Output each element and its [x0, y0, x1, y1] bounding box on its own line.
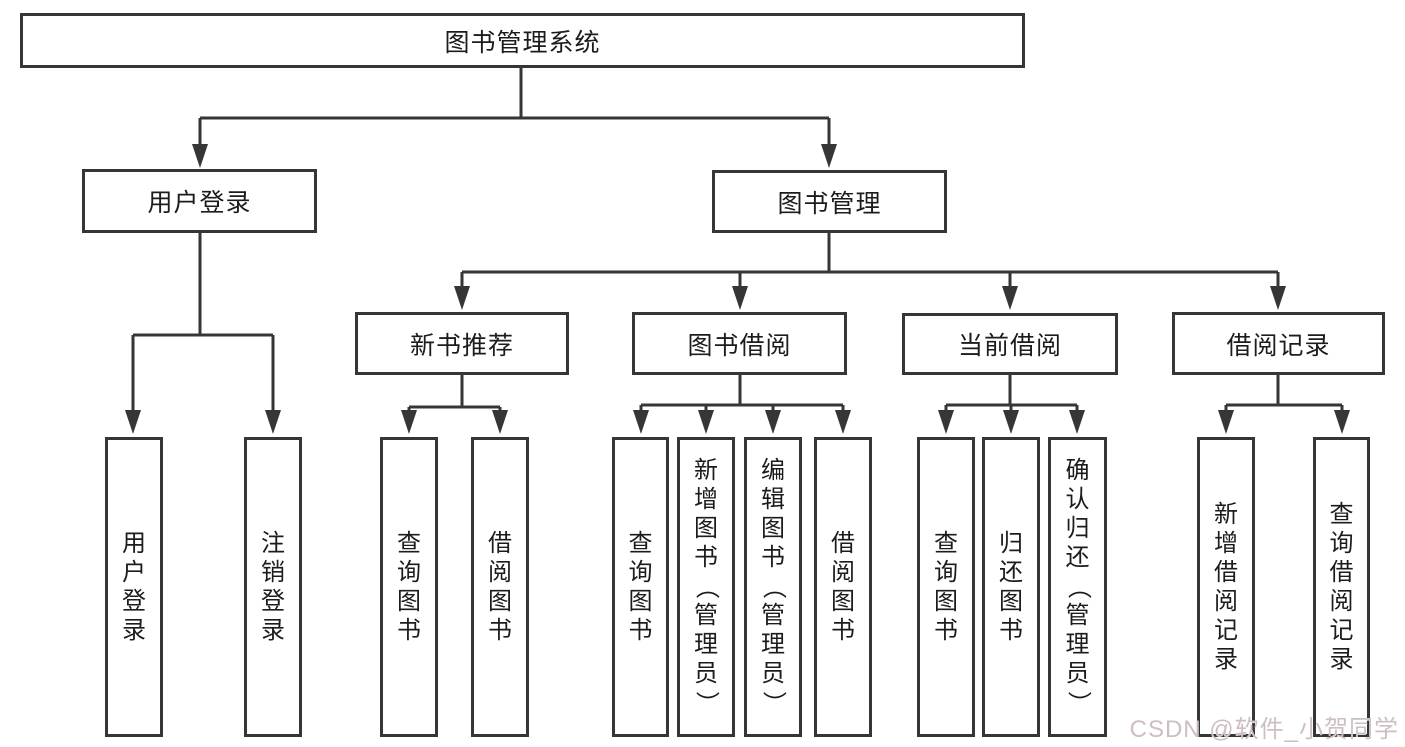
arrowhead-down: [1334, 410, 1350, 434]
leaf-return-book-label: 归还图书: [999, 529, 1023, 644]
arrowhead-down: [698, 410, 714, 434]
connector-book-borrow-children: [639, 375, 845, 412]
leaf-edit-book-admin-box: 编辑图书（管理员）: [744, 437, 802, 737]
arrowhead-down: [1218, 410, 1234, 434]
leaf-confirm-return-admin-label: 确认归还（管理员）: [1064, 457, 1092, 716]
arrowhead-down: [454, 286, 470, 310]
leaf-user-login-box: 用户登录: [105, 437, 163, 737]
leaf-query-books-3-label: 查询图书: [934, 529, 958, 644]
leaf-query-books-1-label: 查询图书: [397, 529, 421, 644]
node-book-management-box: 图书管理: [712, 170, 947, 233]
leaf-borrow-books-2-box: 借阅图书: [814, 437, 872, 737]
leaf-add-book-admin-box: 新增图书（管理员）: [677, 437, 735, 737]
leaf-add-borrow-record-label: 新增借阅记录: [1214, 500, 1238, 673]
arrowhead-down: [192, 144, 208, 168]
connector-user-login-children: [131, 233, 275, 412]
arrowhead-down: [265, 410, 281, 434]
node-library-system-box: 图书管理系统: [20, 13, 1025, 68]
arrowhead-down: [1003, 410, 1019, 434]
leaf-query-borrow-record-label: 查询借阅记录: [1329, 500, 1354, 673]
arrowhead-down: [492, 410, 508, 434]
node-current-borrow-box: 当前借阅: [902, 313, 1118, 375]
connector-current-borrow-children: [944, 375, 1079, 412]
arrowhead-down: [765, 410, 781, 434]
arrowhead-down: [1002, 286, 1018, 310]
arrowhead-down: [125, 410, 141, 434]
node-book-borrow-box: 图书借阅: [632, 312, 847, 375]
arrowhead-down: [1270, 286, 1286, 310]
connector-rails: [131, 68, 1344, 412]
leaf-query-borrow-record-box: 查询借阅记录: [1313, 437, 1370, 737]
leaf-logout-box: 注销登录: [244, 437, 302, 737]
connector-borrow-records-children: [1224, 375, 1344, 412]
arrowhead-down: [835, 410, 851, 434]
arrowhead-down: [633, 410, 649, 434]
leaf-query-books-2-label: 查询图书: [628, 529, 653, 644]
arrowhead-down: [401, 410, 417, 434]
connector-root-to-level2: [198, 68, 831, 146]
arrowhead-down: [732, 286, 748, 310]
leaf-borrow-books-2-label: 借阅图书: [831, 529, 855, 644]
leaf-edit-book-admin-label: 编辑图书（管理员）: [760, 457, 787, 716]
leaf-confirm-return-admin-box: 确认归还（管理员）: [1048, 437, 1107, 737]
leaf-add-book-admin-label: 新增图书（管理员）: [693, 457, 720, 716]
node-borrow-records-box: 借阅记录: [1172, 312, 1385, 375]
csdn-watermark: CSDN @软件_小贺同学: [1129, 716, 1399, 743]
arrowhead-down: [1069, 410, 1085, 434]
leaf-add-borrow-record-box: 新增借阅记录: [1197, 437, 1255, 737]
connector-new-book-recommend-children: [407, 375, 502, 412]
arrowhead-down: [938, 410, 954, 434]
connector-book-management-children: [460, 233, 1280, 288]
leaf-logout-label: 注销登录: [261, 529, 285, 644]
leaf-query-books-1-box: 查询图书: [380, 437, 438, 737]
leaf-query-books-3-box: 查询图书: [917, 437, 975, 737]
leaf-borrow-books-1-box: 借阅图书: [471, 437, 529, 737]
leaf-query-books-2-box: 查询图书: [612, 437, 669, 737]
arrowhead-down: [821, 144, 837, 168]
leaf-borrow-books-1-label: 借阅图书: [488, 529, 512, 644]
node-new-book-recommend-box: 新书推荐: [355, 312, 569, 375]
arrowheads: [125, 144, 1350, 434]
leaf-user-login-label: 用户登录: [122, 529, 146, 644]
leaf-return-book-box: 归还图书: [982, 437, 1040, 737]
node-user-login-box: 用户登录: [82, 169, 317, 233]
